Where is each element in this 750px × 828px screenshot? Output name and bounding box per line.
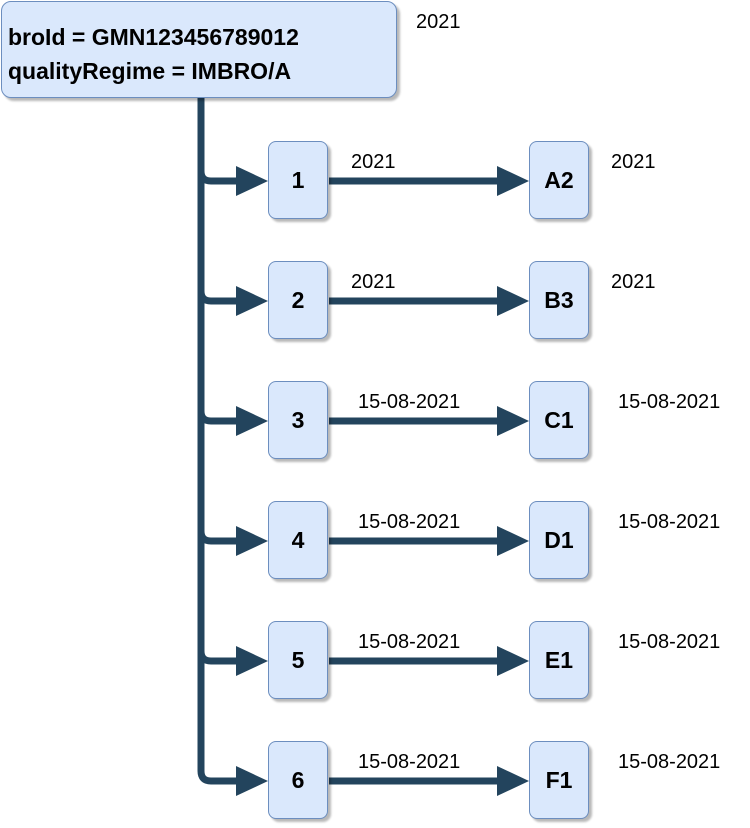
connector-root-to-node-3: [197, 98, 238, 425]
arrowhead-node-4: [236, 526, 268, 556]
connector-root-to-node-1: [197, 98, 238, 185]
node-date-label-c1: 15-08-2021: [618, 391, 721, 413]
node-5[interactable]: 5: [268, 621, 328, 699]
node-6[interactable]: 6: [268, 741, 328, 819]
node-date-label-d1: 15-08-2021: [618, 511, 721, 533]
node-d1[interactable]: D1: [529, 501, 589, 579]
arrowhead-node-5: [236, 646, 268, 676]
edge-date-label-1: 2021: [351, 151, 396, 173]
node-2[interactable]: 2: [268, 261, 328, 339]
connector-root-to-node-4: [197, 98, 238, 545]
node-3[interactable]: 3: [268, 381, 328, 459]
node-date-label-e1: 15-08-2021: [618, 631, 721, 653]
node-a2[interactable]: A2: [529, 141, 589, 219]
edge-date-label-5: 15-08-2021: [358, 631, 461, 653]
arrowhead-node-6: [236, 766, 268, 796]
arrowhead-right-node-4: [497, 526, 529, 556]
arrowhead-right-node-6: [497, 766, 529, 796]
node-e1[interactable]: E1: [529, 621, 589, 699]
root-broid-label: broId = GMN123456789012: [8, 24, 299, 50]
root-node[interactable]: broId = GMN123456789012 qualityRegime = …: [1, 1, 397, 98]
arrowhead-node-2: [236, 286, 268, 316]
arrowhead-node-3: [236, 406, 268, 436]
arrowhead-node-1: [236, 166, 268, 196]
edge-date-label-4: 15-08-2021: [358, 511, 461, 533]
node-1[interactable]: 1: [268, 141, 328, 219]
edge-date-label-2: 2021: [351, 271, 396, 293]
node-4[interactable]: 4: [268, 501, 328, 579]
edge-date-label-6: 15-08-2021: [358, 751, 461, 773]
node-f1[interactable]: F1: [529, 741, 589, 819]
arrowhead-right-node-2: [497, 286, 529, 316]
arrowhead-right-node-3: [497, 406, 529, 436]
node-date-label-f1: 15-08-2021: [618, 751, 721, 773]
arrowhead-right-node-5: [497, 646, 529, 676]
arrowhead-right-node-1: [497, 166, 529, 196]
connector-root-to-node-2: [197, 98, 238, 305]
node-b3[interactable]: B3: [529, 261, 589, 339]
connector-root-to-node-6: [197, 98, 238, 785]
edge-date-label-3: 15-08-2021: [358, 391, 461, 413]
node-date-label-b3: 2021: [611, 271, 656, 293]
root-quality-regime-label: qualityRegime = IMBRO/A: [8, 58, 292, 84]
node-date-label-a2: 2021: [611, 151, 656, 173]
root-date-label: 2021: [416, 11, 461, 33]
node-c1[interactable]: C1: [529, 381, 589, 459]
